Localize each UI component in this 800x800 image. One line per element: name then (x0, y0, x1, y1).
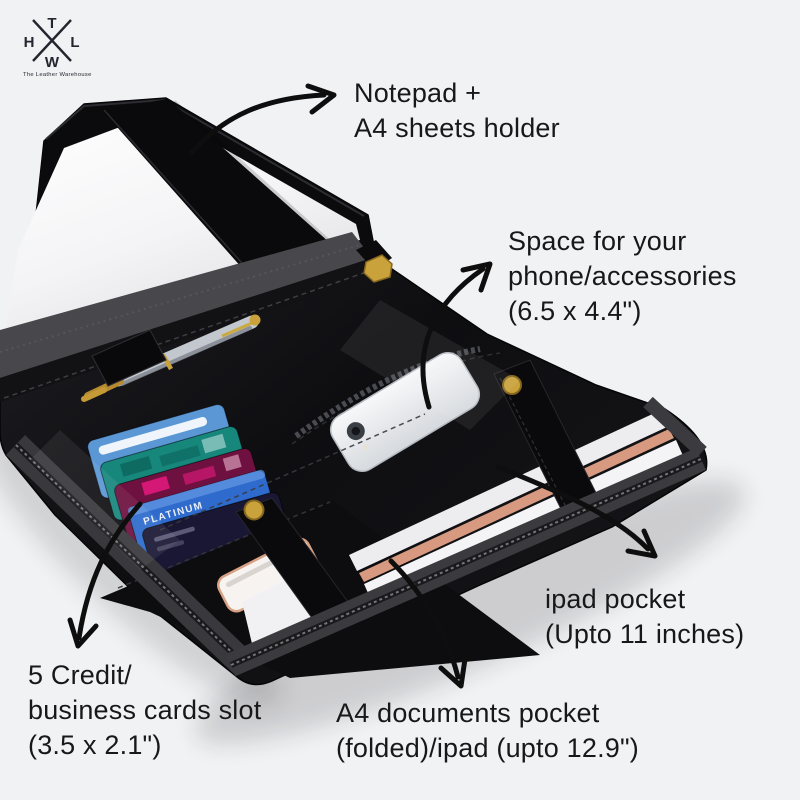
annotation-line: A4 sheets holder (354, 113, 560, 143)
annotation-ipad: ipad pocket (Upto 11 inches) (545, 582, 744, 652)
annotation-line: Notepad + (354, 78, 482, 108)
arrow-notepad (188, 83, 337, 156)
annotation-line: A4 documents pocket (336, 698, 600, 728)
logo-letter-h: H (24, 34, 35, 51)
ipad-rose-edge (359, 429, 674, 582)
annotation-phone: Space for your phone/accessories (6.5 x … (508, 224, 737, 329)
annotation-line: ipad pocket (545, 584, 686, 614)
annotation-notepad: Notepad + A4 sheets holder (354, 76, 560, 146)
annotation-line: phone/accessories (508, 261, 737, 291)
phone-pocket (291, 346, 501, 472)
logo-letter-t: T (47, 15, 56, 32)
arrow-phone (420, 261, 493, 410)
annotation-arrows (67, 83, 658, 689)
annotation-line: Space for your (508, 226, 687, 256)
notepad-page (0, 98, 374, 340)
notepad-paper (5, 112, 360, 332)
gold-rivet (243, 499, 265, 521)
zipper-teeth (294, 346, 481, 439)
annotation-line: (6.5 x 4.4") (508, 296, 642, 326)
annotation-line: 5 Credit/ (28, 660, 132, 690)
annotation-line: (3.5 x 2.1") (28, 730, 162, 760)
arrow-ipad (495, 464, 658, 559)
zip-pull (356, 240, 393, 283)
pen-clicker (249, 314, 261, 326)
logo-tagline: The Leather Warehouse (23, 72, 92, 78)
annotation-a4-docs: A4 documents pocket (folded)/ipad (upto … (336, 696, 639, 766)
pen (81, 314, 261, 402)
annotation-cards: 5 Credit/ business cards slot (3.5 x 2.1… (28, 658, 261, 763)
annotation-line: business cards slot (28, 695, 262, 725)
pen-loop (91, 329, 167, 387)
brand-logo: T H L W The Leather Warehouse (22, 13, 92, 78)
gold-rivet (502, 375, 522, 395)
arrow-cards (67, 501, 143, 649)
logo-letter-w: W (45, 54, 60, 71)
leather-highlights (30, 300, 520, 570)
arrow-a4-docs (388, 558, 468, 689)
notepad-strap (102, 99, 330, 286)
annotation-line: (Upto 11 inches) (545, 619, 745, 649)
logo-letter-l: L (70, 34, 79, 51)
annotation-line: (folded)/ipad (upto 12.9") (336, 733, 639, 763)
felt-gusset (0, 232, 385, 402)
white-phone (329, 352, 481, 472)
